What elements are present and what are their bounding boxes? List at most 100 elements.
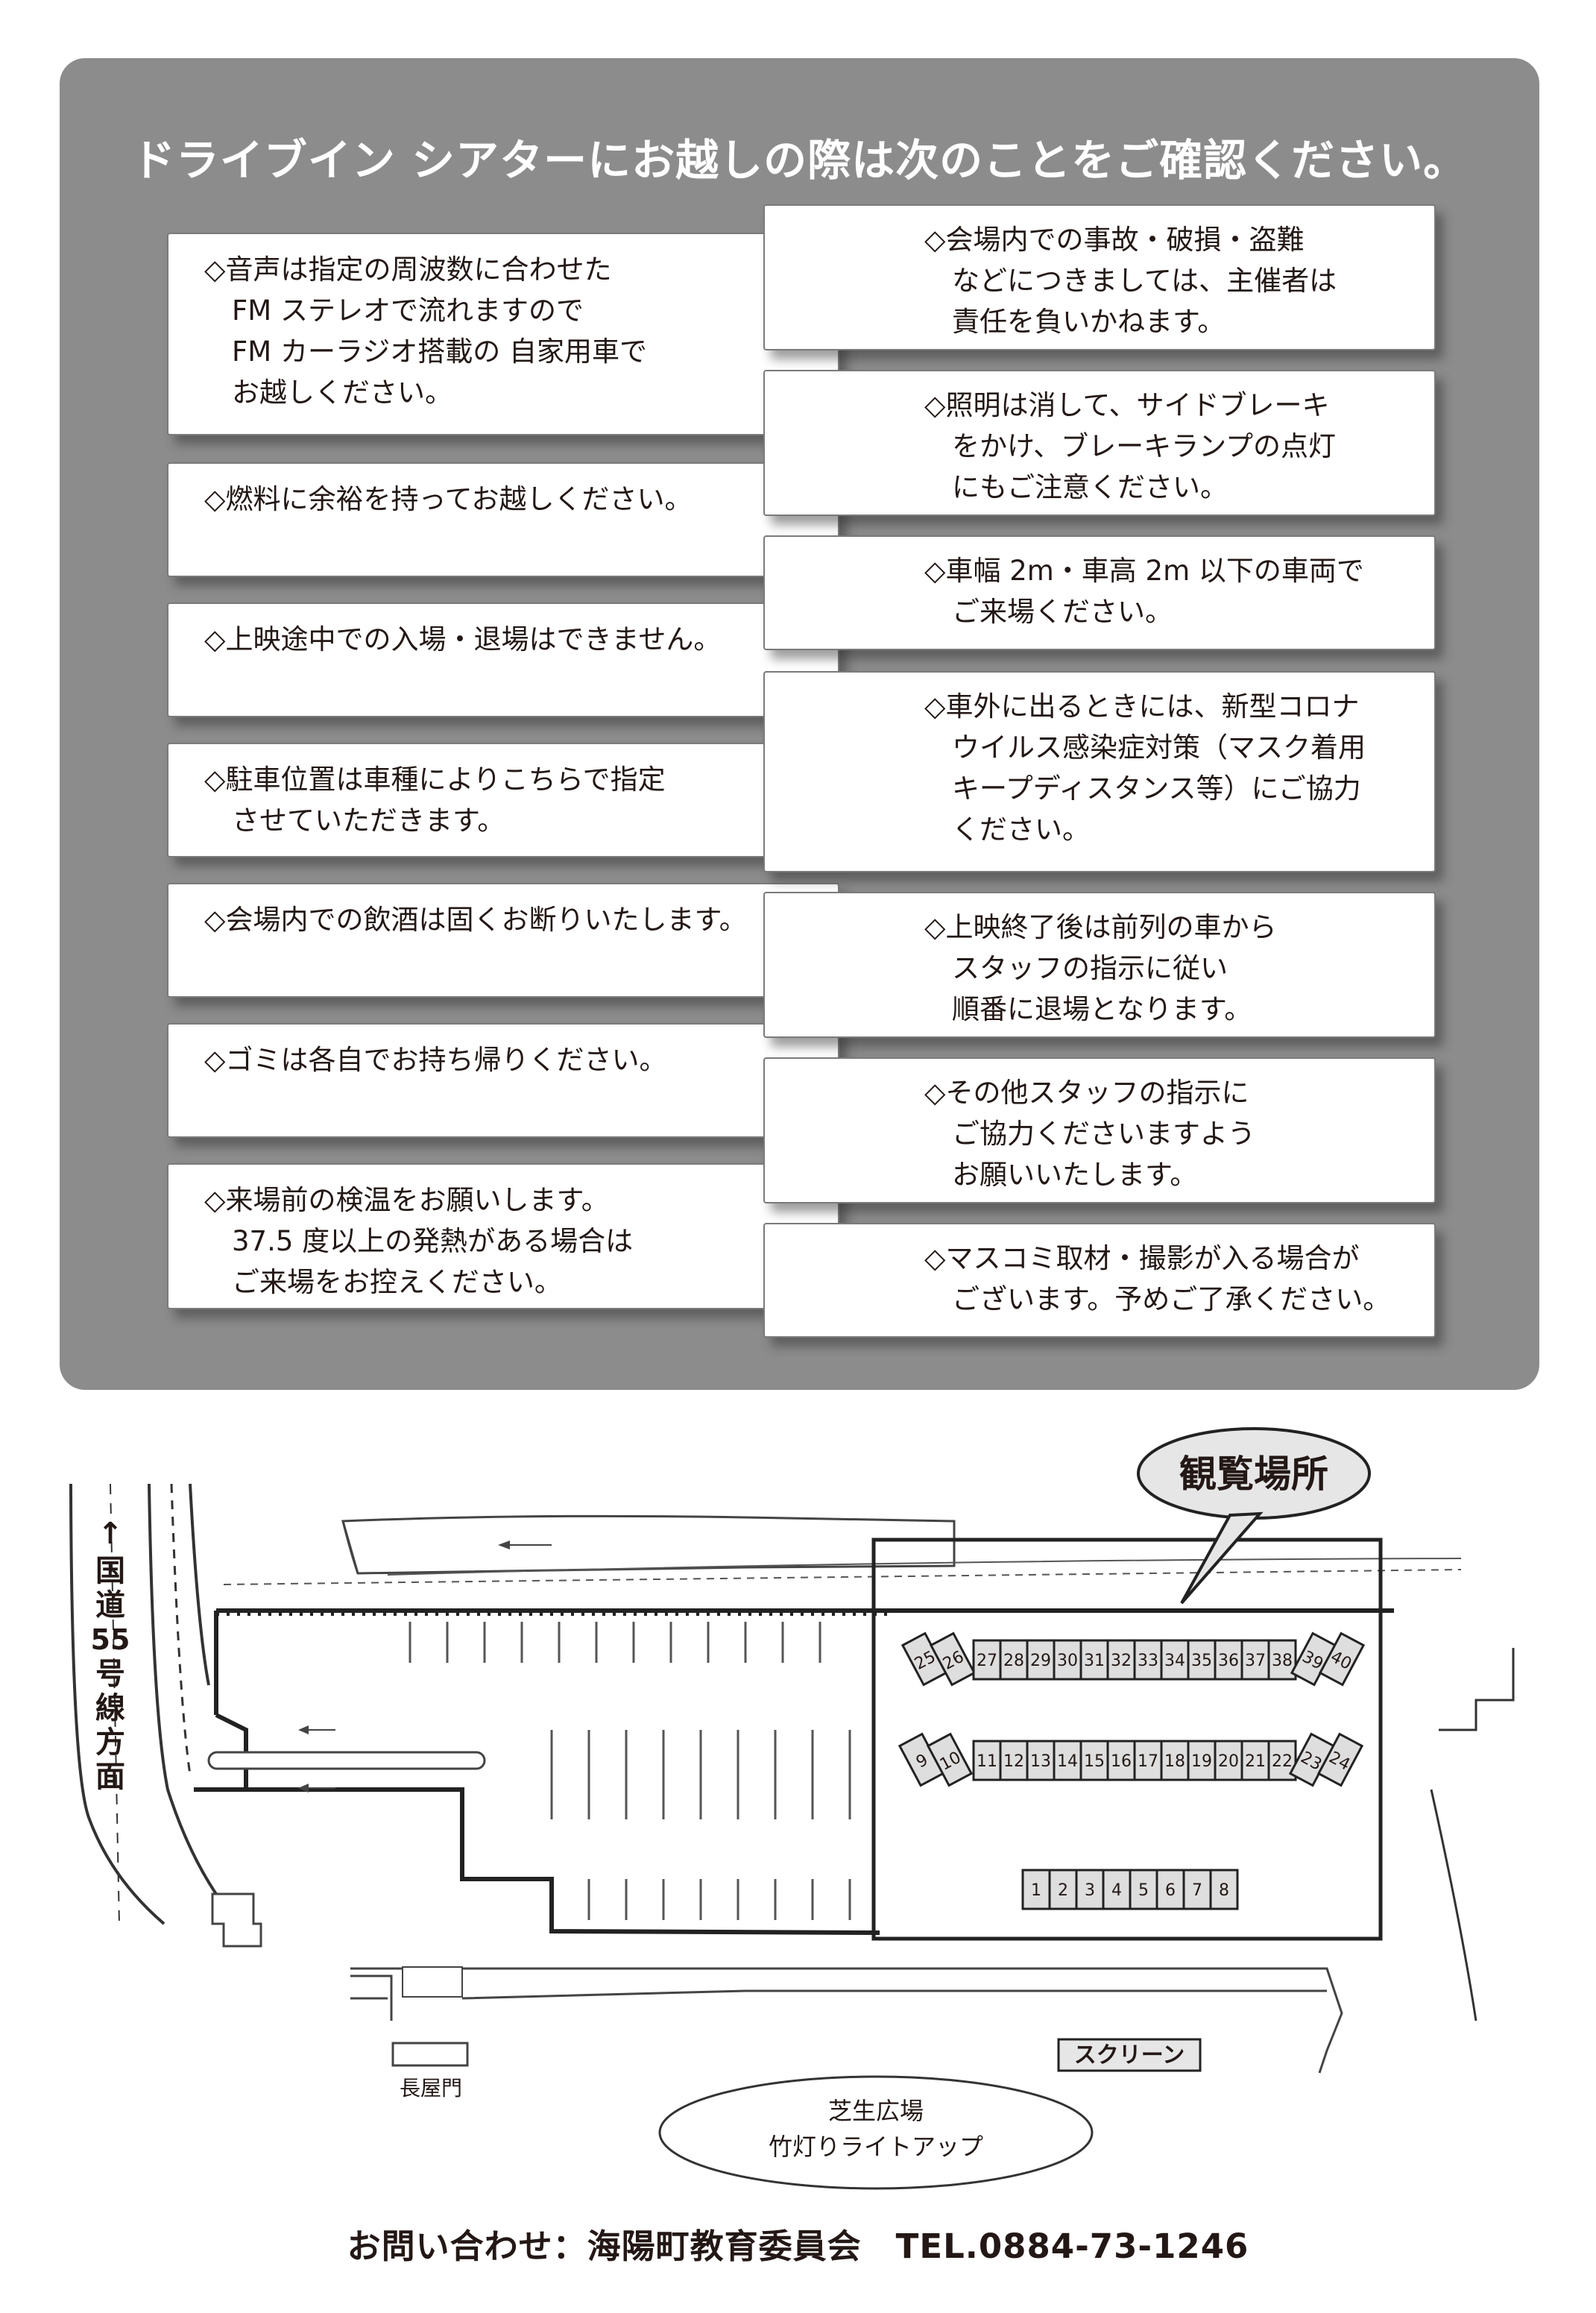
parking-slot — [929, 1631, 977, 1687]
parking-slot — [1209, 1869, 1239, 1910]
viewing-area-box — [871, 1538, 1383, 1941]
contact-footer: お問い合わせ：海陽町教育委員会 TEL.0884-73-1246 — [347, 2227, 1249, 2266]
parking-slot-number: 37 — [1245, 1652, 1266, 1670]
parking-slot — [1187, 1740, 1217, 1781]
gate-icon — [391, 2042, 469, 2067]
road-label-char: ↑ — [98, 1517, 123, 1551]
road-label-char: 号 — [95, 1657, 125, 1691]
panel-title: ドライブイン シアターにお越しの際は次のことをご確認ください。 — [131, 135, 1468, 186]
parking-slot — [1160, 1639, 1190, 1681]
parking-slot — [1240, 1740, 1270, 1781]
gate-structure — [350, 1974, 393, 2021]
parking-slot — [1053, 1740, 1082, 1781]
note-fuel: ◇燃料に余裕を持ってお越しください。 — [167, 462, 839, 577]
upper-road — [223, 1569, 1462, 1585]
lawn-label-line1: 芝生広場 — [828, 2097, 924, 2125]
parking-slot-number: 4 — [1111, 1881, 1122, 1900]
parking-slot — [1187, 1639, 1217, 1681]
parking-slot — [1316, 1732, 1364, 1787]
note-liability: ◇会場内での事故・破損・盗難 などにつきましては、主催者は 責任を負いかねます。 — [763, 204, 1436, 350]
parking-slot — [1106, 1639, 1136, 1681]
parking-slot-number: 11 — [977, 1752, 997, 1771]
stairs — [402, 1966, 463, 1998]
note-temperature-check: ◇来場前の検温をお願いします。 37.5 度以上の発熱がある場合は ご来場をお控… — [167, 1163, 839, 1309]
note-no-entry-exit: ◇上映途中での入場・退場はできません。 — [167, 602, 839, 717]
lower-path — [350, 1967, 1343, 2074]
parking-slot-number: 21 — [1245, 1752, 1266, 1771]
parking-slot-number: 15 — [1084, 1752, 1105, 1771]
parking-slot — [972, 1639, 1002, 1681]
parking-slot-number: 38 — [1272, 1652, 1293, 1670]
parking-slot-number: 28 — [1003, 1652, 1024, 1670]
note-audio-fm: ◇音声は指定の周波数に合わせた FM ステレオで流れますので FM カーラジオ搭… — [167, 233, 839, 435]
row-front: 1 2 3 4 5 6 7 8 — [1021, 1869, 1239, 1910]
screen-label: スクリーン — [1074, 2042, 1185, 2068]
parking-slot — [1318, 1631, 1366, 1687]
note-staff-instructions: ◇その他スタッフの指示に ご協力くださいますよう お願いいたします。 — [763, 1057, 1436, 1203]
parking-slot-number: 33 — [1138, 1652, 1158, 1670]
river-outline — [341, 1514, 956, 1575]
river-detail — [341, 1520, 359, 1574]
parking-slot-number: 14 — [1057, 1752, 1078, 1771]
road-label: ↑ 国 道 55 号 線 方 面 — [91, 1517, 130, 1794]
note-covid-measures: ◇車外に出るときには、新型コロナ ウイルス感染症対策（マスク着用 キープディスタ… — [763, 671, 1436, 872]
road-edge-1 — [69, 1483, 165, 1925]
parking-slot-number: 34 — [1164, 1652, 1185, 1670]
parking-slot — [1079, 1639, 1109, 1681]
parking-slot-number: 18 — [1164, 1752, 1185, 1771]
parking-slot-number: 29 — [1030, 1652, 1051, 1670]
road-edge-4 — [189, 1483, 210, 1686]
parking-slot — [999, 1639, 1029, 1681]
note-lights-brake: ◇照明は消して、サイドブレーキ をかけ、ブレーキランプの点灯 にもご注意ください… — [763, 370, 1436, 516]
road-edge-2 — [148, 1483, 240, 1925]
parking-slot-number: 16 — [1111, 1752, 1132, 1771]
parking-slot — [1129, 1869, 1158, 1910]
parking-slot-number: 7 — [1192, 1881, 1202, 1900]
parking-slot — [1075, 1869, 1105, 1910]
road-label-char: 方 — [95, 1725, 125, 1760]
parking-slot-number: 31 — [1084, 1652, 1105, 1670]
parking-slot — [1214, 1740, 1243, 1781]
row-back: 25 26 27 28 29 30 31 32 33 34 35 36 37 3… — [900, 1631, 1366, 1687]
lawn-plaza — [658, 2075, 1094, 2190]
road-label-char: 国 — [95, 1554, 125, 1588]
parking-slot — [1026, 1639, 1056, 1681]
parking-slot-number: 6 — [1165, 1881, 1176, 1900]
road-label-char: 面 — [95, 1760, 125, 1794]
right-boundary — [1430, 1648, 1515, 2021]
venue-map: ↑ 国 道 55 号 線 方 面 観覧場所 25 26 27 28 29 30 — [69, 1427, 1515, 2190]
parking-slot-number: 13 — [1030, 1752, 1051, 1771]
parking-slot-number: 12 — [1003, 1752, 1024, 1771]
parking-slot — [1160, 1740, 1190, 1781]
parking-slot — [1106, 1740, 1136, 1781]
parking-slot-number: 8 — [1219, 1881, 1229, 1900]
note-no-alcohol: ◇会場内での飲酒は固くお断りいたします。 — [167, 883, 839, 998]
note-garbage: ◇ゴミは各自でお持ち帰りください。 — [167, 1023, 839, 1138]
row-middle: 9 10 11 12 13 14 15 16 17 18 19 20 21 22… — [898, 1732, 1364, 1787]
parking-slot-number: 1 — [1031, 1881, 1041, 1900]
upper-road-2 — [387, 1558, 1462, 1576]
note-exit-order: ◇上映終了後は前列の車から スタッフの指示に従い 順番に退場となります。 — [763, 892, 1436, 1038]
road-label-char: 55 — [91, 1623, 130, 1656]
parking-stripes — [409, 1622, 851, 1920]
road-centerline — [110, 1483, 120, 1925]
traffic-arrow-head-2 — [298, 1784, 309, 1793]
parking-lot-outline — [194, 1608, 1394, 1935]
parking-slot-number: 22 — [1272, 1752, 1293, 1771]
note-vehicle-size: ◇車幅 2m・車高 2m 以下の車両で ご来場ください。 — [763, 535, 1436, 650]
parking-slot-number: 35 — [1191, 1652, 1212, 1670]
screen-label-box — [1057, 2038, 1202, 2072]
river-arrow-head — [498, 1541, 510, 1549]
parking-slot-number: 30 — [1057, 1652, 1078, 1670]
viewing-area-label: 観覧場所 — [1179, 1453, 1328, 1496]
parking-slot-number: 32 — [1111, 1652, 1132, 1670]
road-label-char: 線 — [95, 1691, 125, 1725]
note-parking-position: ◇駐車位置は車種によりこちらで指定 させていただきます。 — [167, 743, 839, 857]
parking-slot-number: 36 — [1218, 1652, 1239, 1670]
parking-slot-number: 27 — [977, 1652, 997, 1670]
parking-slot-number: 20 — [1218, 1752, 1239, 1771]
notice-panel: ドライブイン シアターにお越しの際は次のことをご確認ください。 ◇音声は指定の周… — [60, 58, 1539, 1390]
note-media: ◇マスコミ取材・撮影が入る場合が ございます。予めご了承ください。 — [763, 1223, 1436, 1338]
parking-slot — [1240, 1639, 1270, 1681]
parking-slot — [1182, 1869, 1212, 1910]
